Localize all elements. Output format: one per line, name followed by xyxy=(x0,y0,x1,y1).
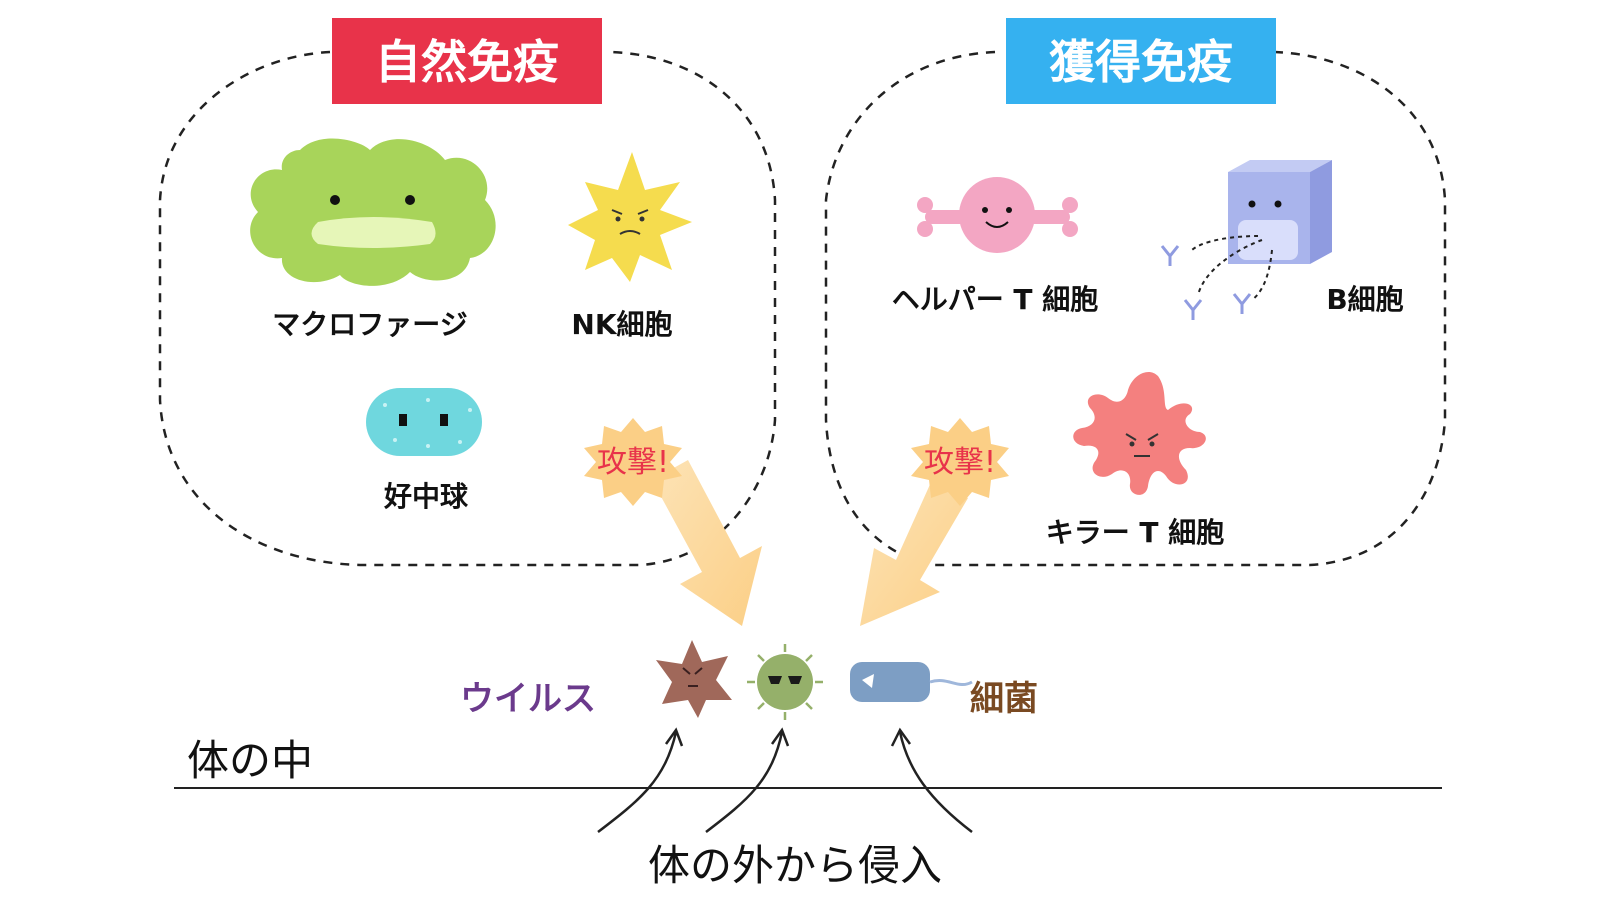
body-inside-label: 体の中 xyxy=(187,736,313,785)
nk-cell-label: NK細胞 xyxy=(571,308,672,341)
macrophage-icon xyxy=(250,138,496,286)
invasion-arrow-bacteria xyxy=(898,731,973,833)
innate-group-outline xyxy=(158,50,777,567)
invasion-arrow-germ xyxy=(705,731,784,833)
virus-icon xyxy=(656,640,732,718)
killer-t-cell-label: キラー T 細胞 xyxy=(1046,516,1225,549)
innate-title: 自然免疫 xyxy=(375,35,559,89)
adaptive-attack-arrow xyxy=(860,480,968,626)
adaptive-title: 獲得免疫 xyxy=(1049,35,1233,89)
invasion-label: 体の外から侵入 xyxy=(648,841,942,890)
killer-t-cell-icon xyxy=(1073,371,1206,495)
germ-icon xyxy=(747,644,823,720)
innate-attack-burst: 攻撃! xyxy=(584,418,682,506)
invasion-arrowhead-virus xyxy=(664,727,684,747)
innate-attack-arrow xyxy=(652,460,762,626)
adaptive-title-bg xyxy=(1006,18,1276,104)
macrophage-label: マクロファージ xyxy=(272,308,467,341)
b-cell-label: B細胞 xyxy=(1326,283,1403,316)
adaptive-group-outline xyxy=(824,50,1447,567)
adaptive-title-badge: 獲得免疫 xyxy=(1006,18,1276,104)
invasion-arrowhead-germ xyxy=(770,727,790,747)
innate-title-bg xyxy=(332,18,602,104)
neutrophil-label: 好中球 xyxy=(383,480,469,513)
b-cell-icon xyxy=(1160,160,1332,320)
neutrophil-icon xyxy=(366,388,482,456)
innate-title-badge: 自然免疫 xyxy=(332,18,602,104)
antibody-icon xyxy=(1160,245,1252,320)
virus-label: ウイルス xyxy=(460,679,596,719)
bacteria-label: 細菌 xyxy=(970,679,1038,719)
nk-cell-icon xyxy=(568,152,692,282)
bacteria-icon xyxy=(850,662,973,702)
adaptive-attack-label: 攻撃! xyxy=(924,445,996,480)
innate-attack-label: 攻撃! xyxy=(597,445,669,480)
invasion-arrow-virus xyxy=(597,731,678,833)
helper-t-cell-label: ヘルパー T 細胞 xyxy=(892,283,1099,316)
adaptive-attack-burst: 攻撃! xyxy=(911,418,1009,506)
helper-t-cell-icon xyxy=(917,177,1078,253)
invasion-arrows xyxy=(597,727,973,833)
invasion-arrowhead-bacteria xyxy=(890,727,912,747)
